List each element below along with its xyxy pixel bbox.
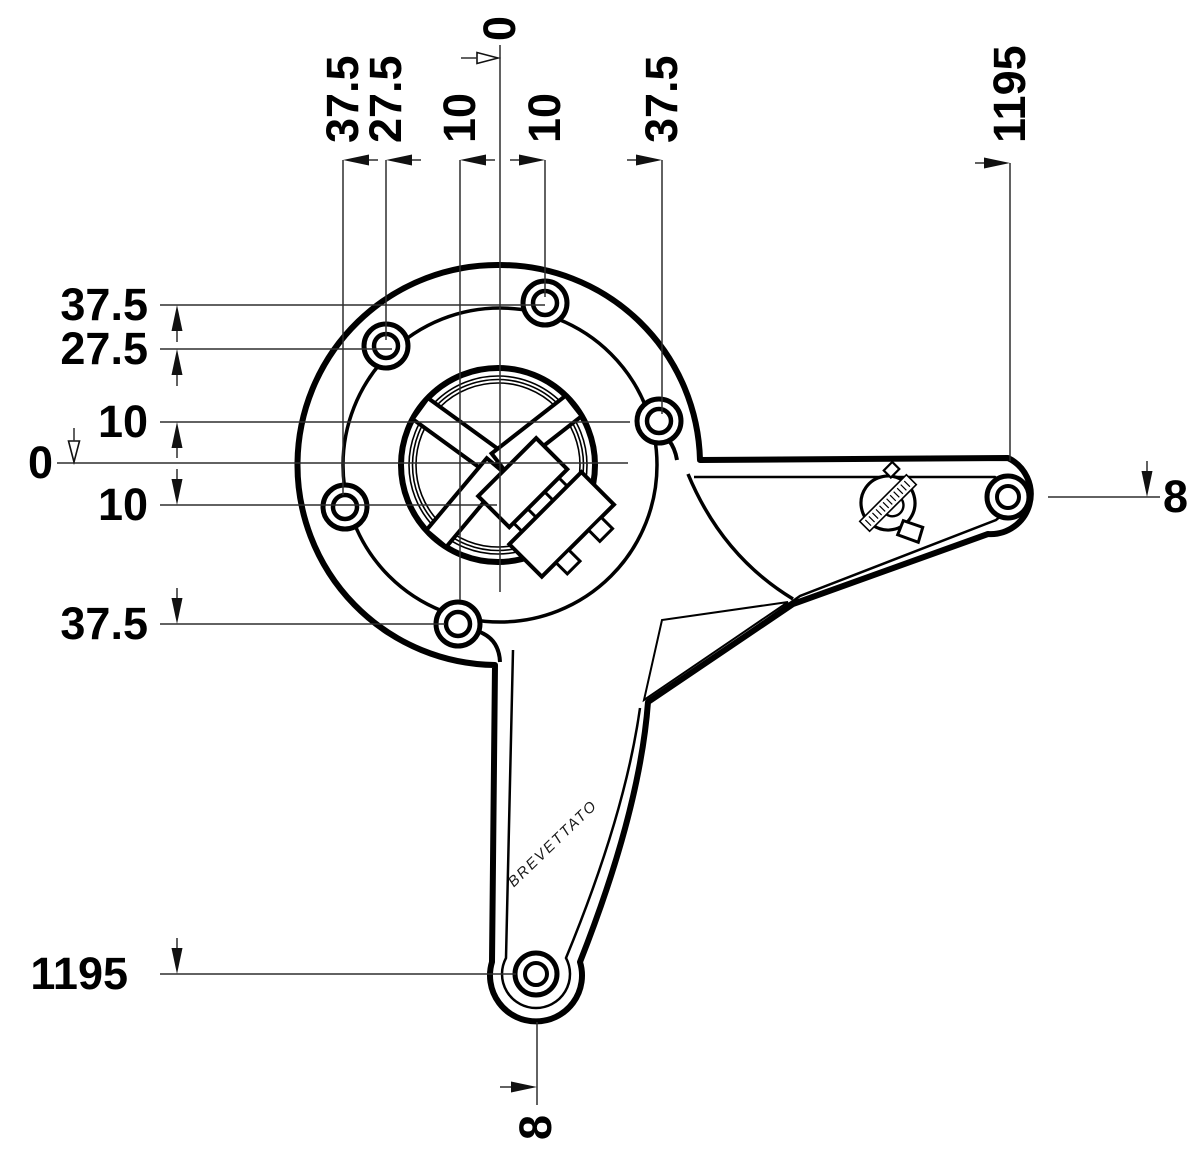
dim-label-left-0: 0 [28, 437, 53, 488]
dim-label-right-8: 8 [1163, 471, 1188, 522]
dim-label-left-27-5: 27.5 [60, 323, 148, 374]
center-bore [398, 365, 598, 565]
dim-label-left-37-5-a: 37.5 [60, 279, 148, 330]
part-silhouette [294, 261, 1034, 1025]
dimension-arrows [171, 154, 1153, 1093]
dim-label-top-10-right: 10 [519, 93, 570, 143]
dim-label-bottom-8: 8 [510, 1115, 561, 1140]
dimension-labels: 37.5 27.5 10 0 10 37.5 1195 37.5 27.5 10… [28, 16, 1188, 1140]
dim-label-top-10-left: 10 [434, 93, 485, 143]
dim-label-top-0: 0 [474, 16, 525, 41]
bottom-arm-hole [512, 950, 560, 998]
part-view: BREVETTATO [294, 261, 1034, 1025]
manufacturer-logo-icon [858, 460, 925, 545]
dim-label-top-37-5-left: 37.5 [317, 55, 368, 143]
datum-triangle-left [67, 440, 81, 466]
datum-markers [67, 51, 502, 466]
bore-spokes [409, 392, 585, 550]
dim-label-left-10-b: 10 [98, 479, 148, 530]
dim-label-top-27-5: 27.5 [360, 55, 411, 143]
dim-label-left-10-a: 10 [98, 396, 148, 447]
web-fillet-line [686, 473, 794, 601]
dim-label-top-1195: 1195 [984, 45, 1035, 143]
dim-label-left-1195: 1195 [30, 948, 128, 999]
dim-label-top-37-5-right: 37.5 [636, 55, 687, 143]
datum-triangle-top [476, 51, 502, 65]
bolt-hole-left [320, 482, 370, 532]
lower-arm-inner-rib [500, 649, 642, 1010]
dim-label-left-37-5-b: 37.5 [60, 598, 148, 649]
bolt-hole-right [634, 396, 684, 446]
right-arm-hole [984, 473, 1032, 521]
web-rib-triangle [642, 601, 789, 703]
extension-lines [57, 45, 1160, 1105]
